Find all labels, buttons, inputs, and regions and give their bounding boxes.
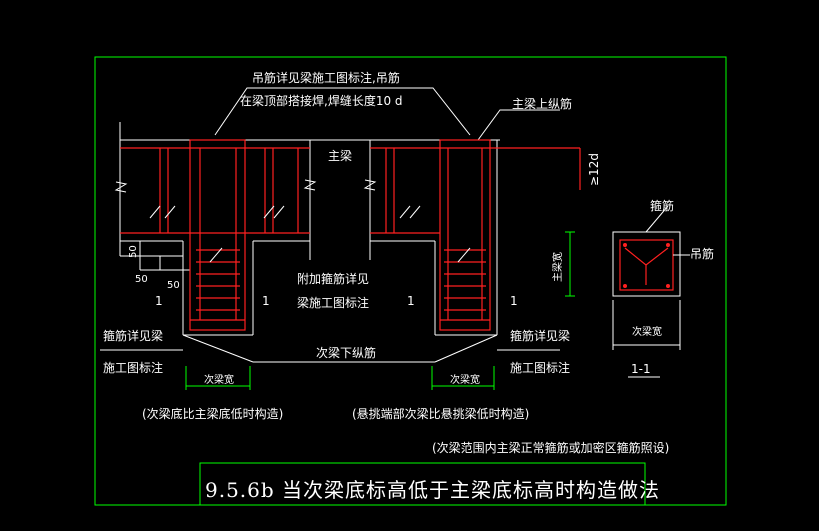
rebar-left <box>120 139 310 331</box>
rebar-right <box>370 139 581 331</box>
stirrup-right-line1: 箍筋详见梁 <box>510 328 570 343</box>
section-1-1 <box>565 205 690 350</box>
caption-left: (次梁底比主梁底低时构造) <box>142 406 283 421</box>
cut-mark-1c: 1 <box>407 294 415 308</box>
stirrup-left-line2: 施工图标注 <box>103 360 163 375</box>
dim-50-right: 50 <box>167 280 180 291</box>
width-dims <box>185 366 495 390</box>
sec-beam-bottom-bar-label: 次梁下纵筋 <box>316 345 376 360</box>
section-stirrup-label: 箍筋 <box>650 198 674 213</box>
cut-mark-1b: 1 <box>262 294 270 308</box>
bar-ticks <box>149 205 471 263</box>
note-bottom: (次梁范围内主梁正常箍筋或加密区箍筋照设) <box>432 440 669 455</box>
hanger-note-leader <box>214 87 471 136</box>
drawing-title: 9.5.6b 当次梁底标高低于主梁底标高时构造做法 <box>205 478 660 502</box>
main-beam-center <box>303 139 377 260</box>
extra-stirrup-line1: 附加箍筋详见 <box>297 271 369 286</box>
dim-50-left: 50 <box>135 274 148 285</box>
hanger-note-line2: 在梁顶部搭接焊,焊缝长度10 d <box>240 93 403 108</box>
main-beam-label: 主梁 <box>328 148 352 163</box>
cut-mark-1a: 1 <box>155 294 163 308</box>
section-name: 1-1 <box>631 362 651 376</box>
dim-12d: ≥12d <box>587 153 601 186</box>
section-main-width: 主梁宽 <box>551 252 564 282</box>
cut-mark-1d: 1 <box>510 294 518 308</box>
right-detail <box>370 109 560 336</box>
main-beam-top-bar-label: 主梁上纵筋 <box>512 96 572 111</box>
extra-stirrup-line2: 梁施工图标注 <box>297 295 369 310</box>
dim-50-vertical: 50 <box>128 245 139 258</box>
sec-beam-width-right: 次梁宽 <box>450 373 480 386</box>
hanger-note-line1: 吊筋详见梁施工图标注,吊筋 <box>252 70 400 85</box>
section-sec-width: 次梁宽 <box>632 325 662 338</box>
stirrup-left-line1: 箍筋详见梁 <box>103 328 163 343</box>
section-hanger-label: 吊筋 <box>690 246 714 261</box>
stirrup-right-line2: 施工图标注 <box>510 360 570 375</box>
bottom-bar-line <box>100 334 560 363</box>
sec-beam-width-left: 次梁宽 <box>204 373 234 386</box>
title-block <box>199 462 646 506</box>
caption-right: (悬挑端部次梁比悬挑梁低时构造) <box>352 406 529 421</box>
